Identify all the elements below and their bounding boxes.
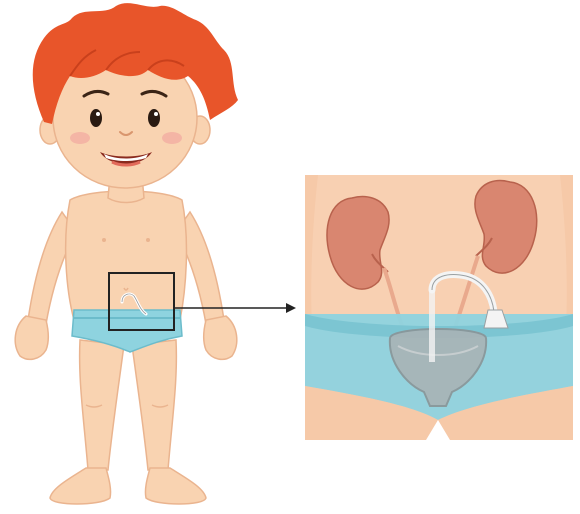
child-torso [66, 191, 187, 320]
chest-mark-left [102, 238, 106, 242]
anatomy-inset [305, 175, 573, 440]
arrow-head [286, 303, 296, 313]
cheek-left [70, 132, 90, 144]
eye-left [90, 109, 102, 127]
callout-arrow [174, 303, 296, 313]
child-head [33, 3, 238, 188]
child-feet [50, 468, 206, 504]
child-legs [80, 340, 177, 470]
eye-right [148, 109, 160, 127]
chest-mark-right [146, 238, 150, 242]
child-figure [15, 3, 238, 504]
cheek-right [162, 132, 182, 144]
